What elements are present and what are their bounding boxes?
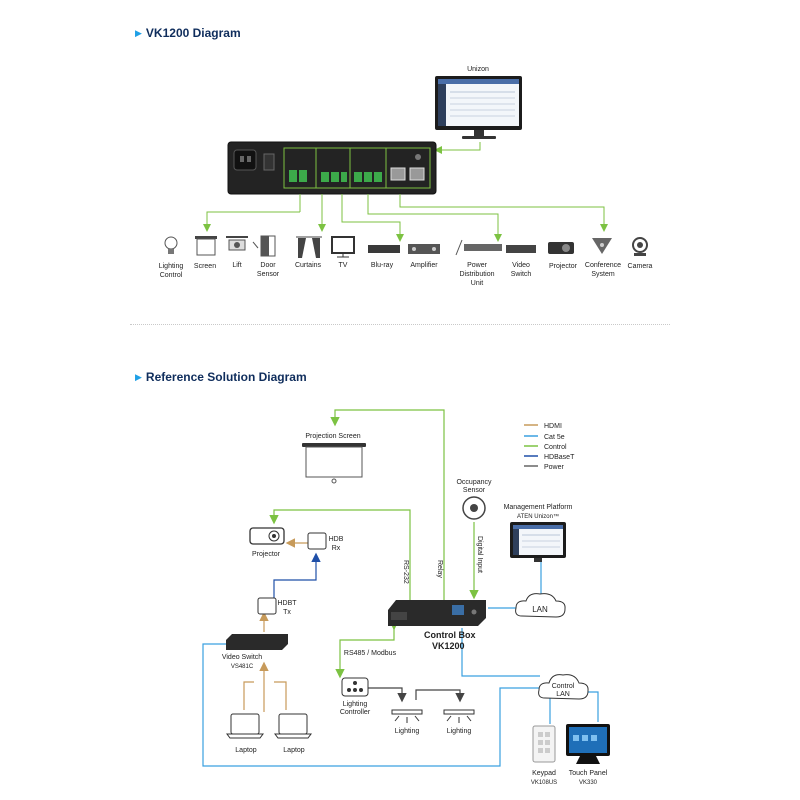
projector: Projector — [249, 527, 285, 558]
touch-panel: Touch Panel VK330 — [566, 724, 610, 786]
legend-label-power: Power — [544, 464, 565, 471]
device-link-lines — [203, 194, 608, 242]
relay-label: Relay — [436, 560, 443, 578]
lan-cloud: LAN — [515, 593, 566, 618]
keypad: Keypad VK108US — [531, 725, 557, 786]
section-divider — [130, 324, 670, 325]
projector-icon — [548, 242, 574, 254]
conference-icon — [592, 238, 612, 254]
legend-label-hdbaset: HDBaseT — [544, 454, 575, 461]
projector-label: Projector — [252, 551, 281, 558]
legend-label-cat5e: Cat 5e — [544, 434, 565, 441]
bluray-icon — [368, 245, 400, 253]
screen-icon — [195, 236, 217, 256]
lighting-fixture-2: Lighting — [443, 709, 475, 735]
legend-label-control: Control — [544, 444, 567, 451]
reference-diagram-title: Reference Solution Diagram — [145, 370, 307, 384]
control-box: Control Box VK1200 — [388, 600, 486, 651]
video-switch-icon — [506, 245, 536, 253]
rs485-label: RS485 / Modbus — [344, 650, 397, 657]
svg-text:Curtains: Curtains — [295, 262, 322, 269]
projection-screen-label: Projection Screen — [305, 433, 360, 440]
aten-unizon-label: ATEN Unizon™ — [517, 513, 559, 520]
pdu-icon — [455, 239, 502, 256]
touch-panel-model: VK330 — [579, 780, 598, 786]
control-box-model: VK1200 — [432, 641, 465, 651]
lift-icon — [226, 236, 248, 251]
svg-text:Amplifier: Amplifier — [410, 262, 438, 269]
unizon-monitor: Unizon — [435, 66, 522, 139]
digital-input-label: Digital Input — [476, 536, 483, 573]
rs232-label: RS-232 — [402, 560, 409, 584]
vk1200-diagram-heading: ▶VK1200 Diagram — [135, 26, 241, 40]
amplifier-icon — [408, 244, 440, 254]
legend: HDMI Cat 5e Control HDBaseT Power — [524, 423, 575, 471]
keypad-model: VK108US — [531, 780, 557, 786]
svg-text:Blu-ray: Blu-ray — [371, 262, 394, 269]
curtains-icon — [296, 236, 322, 258]
section-arrow-icon: ▶ — [135, 28, 142, 38]
video-switch-model: VS481C — [231, 664, 254, 670]
video-switch-label: Video Switch — [222, 654, 262, 661]
lighting-fixture-1: Lighting — [391, 709, 423, 735]
monitor-link-line — [434, 142, 481, 154]
tv-icon — [331, 236, 355, 258]
laptop-2: Laptop — [274, 713, 312, 754]
svg-text:Camera: Camera — [628, 263, 653, 270]
unizon-label: Unizon — [467, 66, 489, 73]
section-arrow-icon: ▶ — [135, 372, 142, 382]
bulb-icon — [164, 236, 178, 254]
lighting-label: Lighting — [395, 728, 420, 735]
lighting-label: Lighting — [447, 728, 472, 735]
door-icon — [252, 235, 276, 257]
video-switch: Video Switch VS481C — [222, 634, 288, 670]
reference-diagram-heading: ▶Reference Solution Diagram — [135, 370, 307, 384]
laptop-label: Laptop — [235, 747, 257, 754]
vk1200-rear-panel — [227, 141, 437, 195]
device-icons — [164, 235, 648, 258]
laptop-1: Laptop — [226, 713, 264, 754]
legend-label-hdmi: HDMI — [544, 423, 562, 430]
svg-text:TV: TV — [339, 262, 348, 269]
svg-text:Screen: Screen — [194, 263, 216, 270]
control-box-label: Control Box — [424, 630, 476, 640]
svg-text:Lift: Lift — [232, 262, 241, 269]
vk1200-diagram-title: VK1200 Diagram — [145, 26, 241, 40]
keypad-label: Keypad — [532, 770, 556, 777]
svg-text:Projector: Projector — [549, 263, 578, 270]
management-platform-label: Management Platform — [504, 504, 573, 511]
laptop-label: Laptop — [283, 747, 305, 754]
touch-panel-label: Touch Panel — [569, 770, 608, 777]
camera-icon — [632, 237, 648, 256]
management-platform: Management Platform ATEN Unizon™ — [504, 504, 573, 562]
lan-label: LAN — [532, 605, 548, 614]
projection-screen: Projection Screen — [302, 433, 366, 484]
